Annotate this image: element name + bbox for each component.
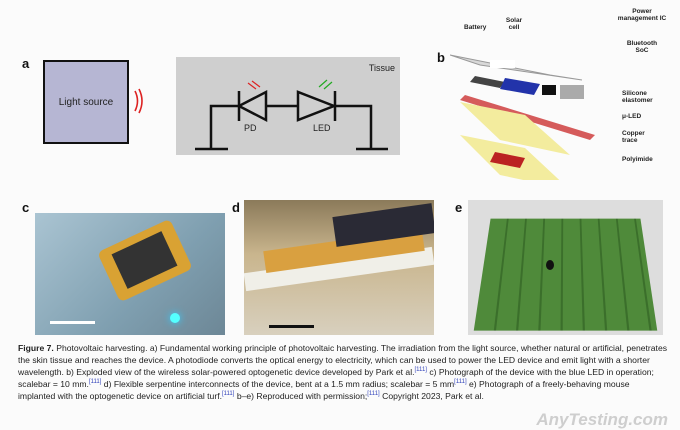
solar-cell-label: Solar cell bbox=[505, 17, 523, 31]
power-ic-label: Power management IC bbox=[617, 8, 667, 22]
exploded-view-diagram bbox=[450, 54, 595, 180]
caption-title: Photovoltaic harvesting. bbox=[56, 343, 148, 353]
figure-caption: Figure 7. Photovoltaic harvesting. a) Fu… bbox=[18, 342, 668, 402]
tissue-label: Tissue bbox=[368, 63, 395, 73]
silicone-label: Silicone elastomer bbox=[622, 90, 653, 104]
light-source-box: Light source bbox=[43, 60, 129, 144]
panel-label-b: b bbox=[437, 50, 445, 65]
turf-photo bbox=[468, 200, 663, 335]
citation-link[interactable]: [111] bbox=[414, 367, 427, 374]
tissue-panel: Tissue PD LED bbox=[176, 57, 400, 155]
battery-label: Battery bbox=[464, 24, 487, 31]
citation-link[interactable]: [111] bbox=[88, 379, 102, 386]
caption-text: a) Fundamental working principle of phot… bbox=[18, 343, 668, 377]
circuit-diagram bbox=[195, 79, 388, 151]
copper-label: Copper trace bbox=[622, 130, 645, 144]
panel-label-d: d bbox=[232, 200, 240, 215]
watermark: AnyTesting.com bbox=[536, 410, 668, 429]
panel-label-c: c bbox=[22, 200, 30, 215]
caption-label: Figure 7. bbox=[18, 343, 54, 353]
caption-text: Copyright 2023, Park et al. bbox=[379, 391, 484, 401]
polyimide-label: Polyimide bbox=[622, 156, 653, 163]
citation-link[interactable]: [111] bbox=[221, 391, 235, 398]
bluetooth-label: Bluetooth SoC bbox=[626, 40, 658, 54]
citation-link[interactable]: [111] bbox=[454, 379, 467, 386]
panel-label-e: e bbox=[455, 200, 463, 215]
citation-link[interactable]: [111] bbox=[367, 391, 380, 398]
panel-label-a: a bbox=[22, 56, 30, 71]
light-source-label: Light source bbox=[58, 96, 114, 108]
pd-label: PD bbox=[244, 123, 257, 133]
caption-text: e) Photograph of a freely-behaving mouse… bbox=[18, 379, 630, 401]
device-photo bbox=[35, 213, 225, 335]
serpentine-photo bbox=[244, 200, 434, 335]
caption-text: b–e) Reproduced with permission; bbox=[234, 391, 368, 401]
light-wave-icon bbox=[134, 88, 143, 114]
caption-text: c) Photograph of the device with the blu… bbox=[18, 367, 654, 389]
caption-text: d) Flexible serpentine interconnects of … bbox=[101, 379, 455, 389]
uled-label: μ-LED bbox=[622, 113, 642, 120]
led-label: LED bbox=[313, 123, 331, 133]
